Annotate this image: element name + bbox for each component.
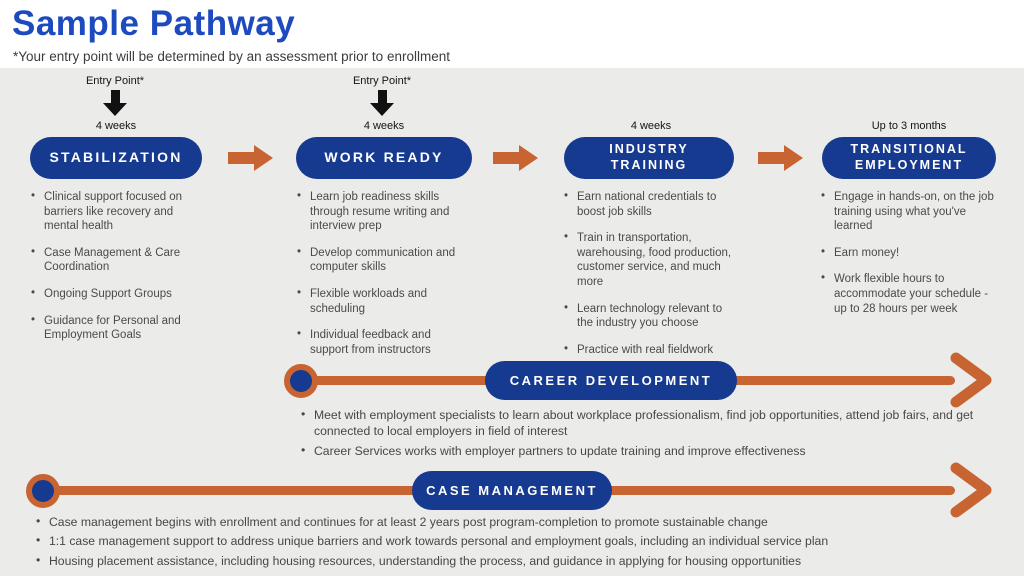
entry-point-label: Entry Point*	[352, 75, 412, 87]
list-item: Learn technology relevant to the industr…	[563, 301, 739, 331]
arrowhead-icon	[950, 462, 992, 518]
case-management-bullet-list: Case management begins with enrollment a…	[35, 513, 1010, 572]
down-arrow-icon	[370, 90, 394, 116]
stage-pill-transitional-employment: TRANSITIONAL EMPLOYMENT	[822, 137, 996, 179]
stage-pill-work-ready: WORK READY	[296, 137, 472, 179]
stage-duration: 4 weeks	[363, 120, 405, 132]
list-item: Practice with real fieldwork	[563, 342, 739, 358]
stage-stabilization: 4 weeks STABILIZATION Clinical support f…	[30, 120, 202, 355]
flow-arrow-icon	[228, 145, 273, 171]
list-item: Work flexible hours to accommodate your …	[820, 271, 998, 316]
entry-point-marker-stabilization: Entry Point*	[55, 75, 175, 116]
flow-arrow-icon	[758, 145, 803, 171]
track-start-node-icon	[284, 364, 318, 398]
list-item: Meet with employment specialists to lear…	[300, 406, 978, 440]
list-item: Housing placement assistance, including …	[35, 552, 1010, 569]
stage-industry-training: 4 weeks INDUSTRY TRAINING Earn national …	[563, 120, 739, 369]
stage-transitional-employment: Up to 3 months TRANSITIONAL EMPLOYMENT E…	[820, 120, 998, 328]
stage-work-ready: 4 weeks WORK READY Learn job readiness s…	[296, 120, 472, 369]
flow-arrow-icon	[493, 145, 538, 171]
list-item: Learn job readiness skills through resum…	[296, 189, 472, 234]
stage-bullet-list: Clinical support focused on barriers lik…	[30, 189, 202, 343]
track-pill-career-development: CAREER DEVELOPMENT	[485, 361, 737, 400]
list-item: Earn national credentials to boost job s…	[563, 189, 739, 219]
down-arrow-icon	[103, 90, 127, 116]
stage-pill-industry-training: INDUSTRY TRAINING	[564, 137, 734, 179]
arrowhead-icon	[950, 352, 992, 408]
stage-duration: 4 weeks	[630, 120, 672, 132]
list-item: Ongoing Support Groups	[30, 286, 202, 302]
stage-bullet-list: Engage in hands-on, on the job training …	[820, 189, 998, 316]
entry-point-marker-work-ready: Entry Point*	[322, 75, 442, 116]
track-pill-case-management: CASE MANAGEMENT	[412, 471, 612, 510]
list-item: Guidance for Personal and Employment Goa…	[30, 313, 202, 343]
list-item: Engage in hands-on, on the job training …	[820, 189, 998, 234]
page-title: Sample Pathway	[12, 4, 296, 43]
page-subtitle: *Your entry point will be determined by …	[13, 49, 450, 64]
list-item: Flexible workloads and scheduling	[296, 286, 472, 316]
career-development-bullet-list: Meet with employment specialists to lear…	[300, 406, 978, 462]
list-item: Case Management & Care Coordination	[30, 245, 202, 275]
stage-duration: Up to 3 months	[871, 120, 947, 132]
list-item: Clinical support focused on barriers lik…	[30, 189, 202, 234]
list-item: Individual feedback and support from ins…	[296, 327, 472, 357]
stage-pill-stabilization: STABILIZATION	[30, 137, 202, 179]
stage-bullet-list: Earn national credentials to boost job s…	[563, 189, 739, 358]
track-start-node-icon	[26, 474, 60, 508]
list-item: Case management begins with enrollment a…	[35, 513, 1010, 530]
list-item: Career Services works with employer part…	[300, 442, 978, 459]
stage-bullet-list: Learn job readiness skills through resum…	[296, 189, 472, 357]
list-item: 1:1 case management support to address u…	[35, 532, 1010, 549]
stage-duration: 4 weeks	[95, 120, 137, 132]
list-item: Train in transportation, warehousing, fo…	[563, 230, 739, 289]
entry-point-label: Entry Point*	[85, 75, 145, 87]
list-item: Earn money!	[820, 245, 998, 261]
list-item: Develop communication and computer skill…	[296, 245, 472, 275]
